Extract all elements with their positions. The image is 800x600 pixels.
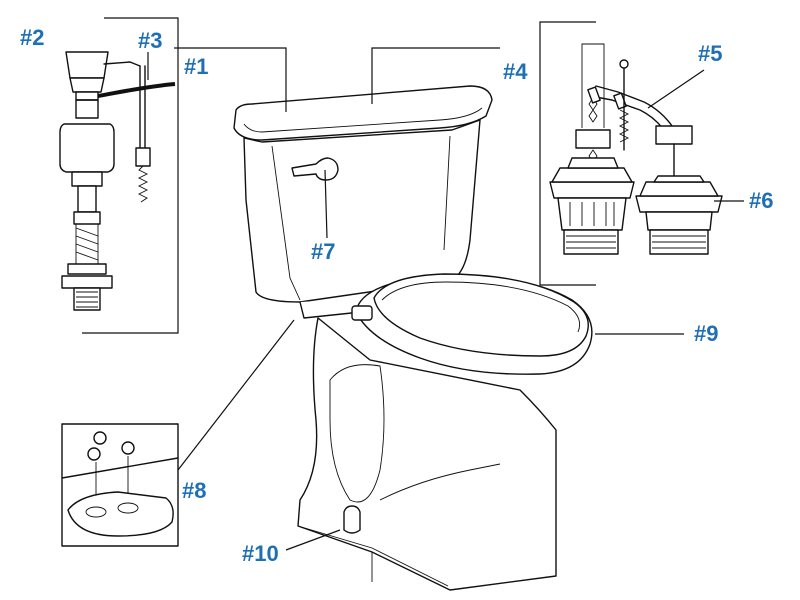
callout-7-trip-lever[interactable]: #7 [311, 239, 336, 264]
callout-6-flush-valve-seal[interactable]: #6 [749, 188, 774, 213]
callout-4-flush-valve[interactable]: #4 [503, 59, 528, 84]
bolt-cap-shape [343, 505, 361, 534]
bolts-inset [61, 319, 295, 547]
callout-3-refill-tube[interactable]: #3 [138, 28, 163, 53]
flush-valve-inset [539, 21, 744, 286]
flush-valve-right [587, 59, 723, 255]
callout-2-fill-valve[interactable]: #2 [20, 25, 45, 50]
callout-5-flapper-chain[interactable]: #5 [698, 41, 723, 66]
callout-10-bolt-cap[interactable]: #10 [242, 541, 279, 566]
callout-9-toilet-seat[interactable]: #9 [694, 321, 719, 346]
toilet-illustration [174, 47, 684, 591]
callout-1-tank-lid[interactable]: #1 [184, 54, 209, 79]
flush-valve-left [549, 43, 635, 255]
bowl-shape [297, 317, 557, 591]
callout-8-tank-bolts[interactable]: #8 [182, 478, 207, 503]
trip-lever-shape [291, 157, 339, 181]
fill-valve-inset [59, 17, 179, 334]
